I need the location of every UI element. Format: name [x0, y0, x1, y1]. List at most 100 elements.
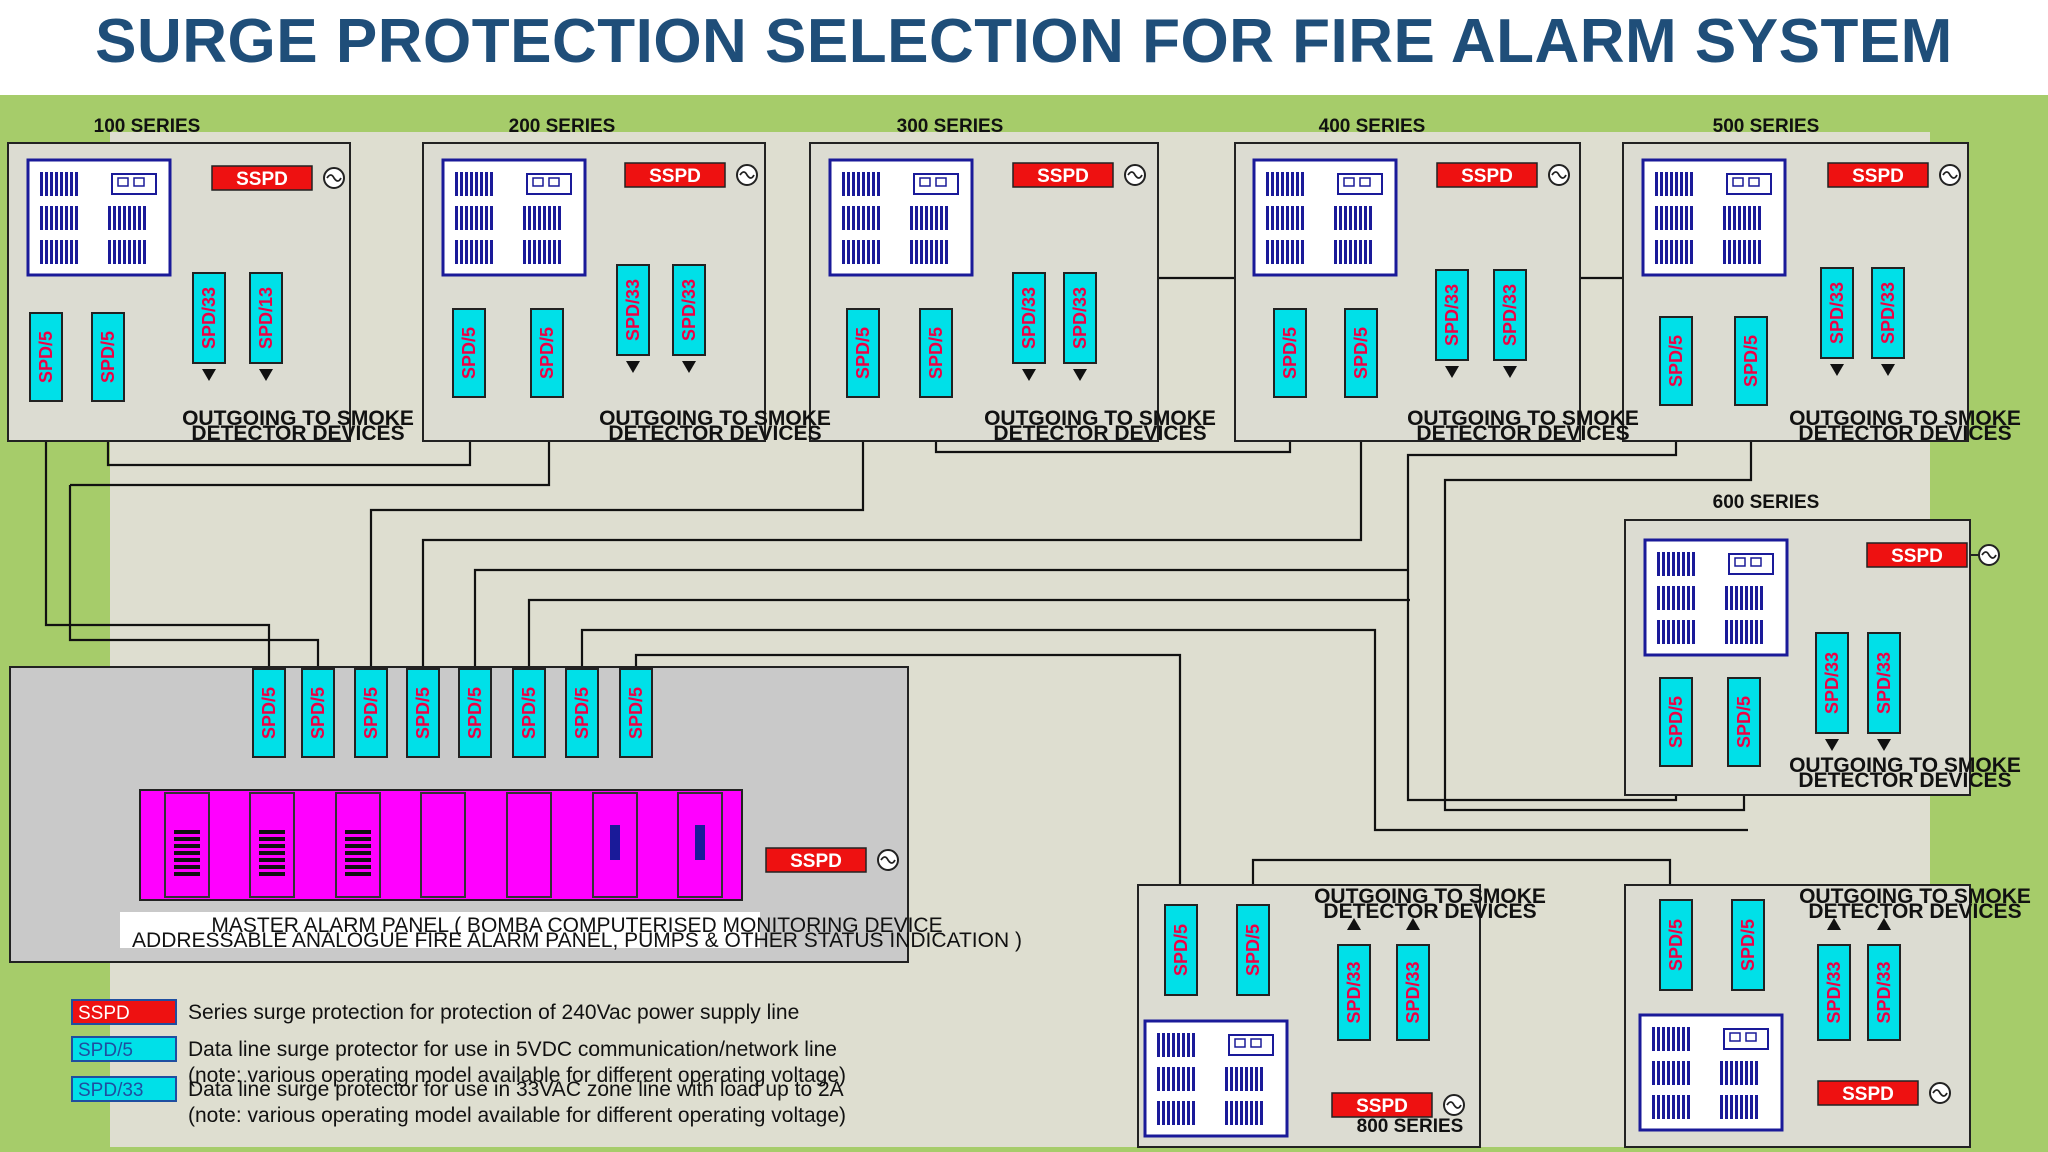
module-bar: [1167, 1067, 1170, 1091]
spd-unit: [1731, 899, 1765, 991]
module-bar: [1296, 240, 1299, 264]
slot-bars: [345, 837, 371, 841]
outgoing-label-line2: DETECTOR DEVICES: [993, 422, 1206, 445]
module-bar: [118, 206, 121, 230]
module-bar: [1682, 1061, 1685, 1085]
module-bar: [1748, 206, 1751, 230]
module-bar: [1271, 206, 1274, 230]
series-label: 500 SERIES: [1713, 116, 1820, 137]
module-bar: [485, 240, 488, 264]
outgoing-label-line1: OUTGOING TO SMOKE: [1314, 885, 1546, 908]
spd-label: SPD/5: [1741, 335, 1761, 387]
module-bar: [50, 240, 53, 264]
module-bar: [40, 172, 43, 196]
display-seg: [1343, 177, 1355, 187]
module-bar: [1276, 240, 1279, 264]
module-bar: [70, 172, 73, 196]
series-label: 600 SERIES: [1713, 492, 1820, 513]
module-bar: [915, 240, 918, 264]
sspd-unit: [211, 165, 313, 191]
ac-wave: [326, 174, 342, 182]
display-seg: [1734, 557, 1746, 567]
module-bar: [1334, 240, 1337, 264]
module-bar: [1157, 1033, 1160, 1057]
module-bar: [1187, 1067, 1190, 1091]
module-bar: [1662, 620, 1665, 644]
module-bar: [920, 206, 923, 230]
display-seg: [1750, 557, 1762, 567]
module-bar: [872, 172, 875, 196]
module-bar: [70, 240, 73, 264]
module-bar: [925, 240, 928, 264]
spd-label: SPD/33: [1019, 287, 1039, 349]
module-bar: [1682, 1027, 1685, 1051]
sspd-label: SSPD: [1852, 166, 1904, 187]
module-bar: [128, 206, 131, 230]
display-seg: [919, 177, 931, 187]
legend-swatch: [71, 1036, 177, 1062]
module-bar: [1266, 206, 1269, 230]
module-bar: [1687, 620, 1690, 644]
module-bar: [852, 240, 855, 264]
display-seg: [117, 177, 129, 187]
outgoing-label-line2: DETECTOR DEVICES: [1798, 422, 2011, 445]
module-bar: [523, 240, 526, 264]
module-bar: [1281, 206, 1284, 230]
module-bar: [1660, 240, 1663, 264]
module-bar: [1692, 552, 1695, 576]
module-bar: [548, 240, 551, 264]
module-bar: [1733, 206, 1736, 230]
display-seg: [532, 177, 544, 187]
module-bar: [1740, 620, 1743, 644]
slot-bars: [259, 872, 285, 876]
module-bar: [1753, 206, 1756, 230]
spd-unit: [1817, 944, 1851, 1041]
outgoing-label-line2: DETECTOR DEVICES: [191, 422, 404, 445]
module-bar: [470, 240, 473, 264]
module-bar: [1167, 1033, 1170, 1057]
module-bar: [1162, 1067, 1165, 1091]
sspd-label: SSPD: [790, 851, 842, 872]
module-bar: [1271, 172, 1274, 196]
module-bar: [40, 206, 43, 230]
module-bar: [475, 206, 478, 230]
module-bar: [1743, 240, 1746, 264]
module-bar: [1266, 240, 1269, 264]
module-bar: [538, 240, 541, 264]
module-bar: [1750, 1061, 1753, 1085]
module-bar: [1725, 1095, 1728, 1119]
outgoing-label-line1: OUTGOING TO SMOKE: [984, 407, 1216, 430]
module-bar: [1723, 240, 1726, 264]
module-bar: [65, 240, 68, 264]
sspd-unit: [1817, 1080, 1919, 1106]
module-bar: [1677, 620, 1680, 644]
spd-label: SPD/5: [572, 687, 592, 739]
module-bar: [1339, 240, 1342, 264]
module-bar: [852, 172, 855, 196]
module-bar: [1240, 1101, 1243, 1125]
module-bar: [1755, 620, 1758, 644]
spd-label: SPD/33: [679, 279, 699, 341]
legend-tag: SPD/5: [78, 1040, 133, 1061]
spd-label: SPD/5: [361, 687, 381, 739]
module-bar: [553, 206, 556, 230]
module-bar: [1748, 240, 1751, 264]
module-bar: [1687, 1027, 1690, 1051]
master-label-bg: [120, 912, 760, 948]
down-arrow-icon: [1073, 369, 1087, 381]
module-bar: [1723, 206, 1726, 230]
spd-label: SPD/5: [626, 687, 646, 739]
spd-label: SPD/5: [1243, 924, 1263, 976]
legend-line1: Data line surge protector for use in 33V…: [188, 1078, 844, 1101]
module-bar: [128, 240, 131, 264]
down-arrow-icon: [1877, 739, 1891, 751]
module-bar: [1657, 1027, 1660, 1051]
display-seg: [548, 177, 560, 187]
outgoing-label-line2: DETECTOR DEVICES: [1808, 900, 2021, 923]
module-bar: [1177, 1033, 1180, 1057]
module-bar: [1730, 1061, 1733, 1085]
module-bar: [490, 206, 493, 230]
module-bar: [543, 240, 546, 264]
module-bar: [852, 206, 855, 230]
series-label: 200 SERIES: [509, 116, 616, 137]
